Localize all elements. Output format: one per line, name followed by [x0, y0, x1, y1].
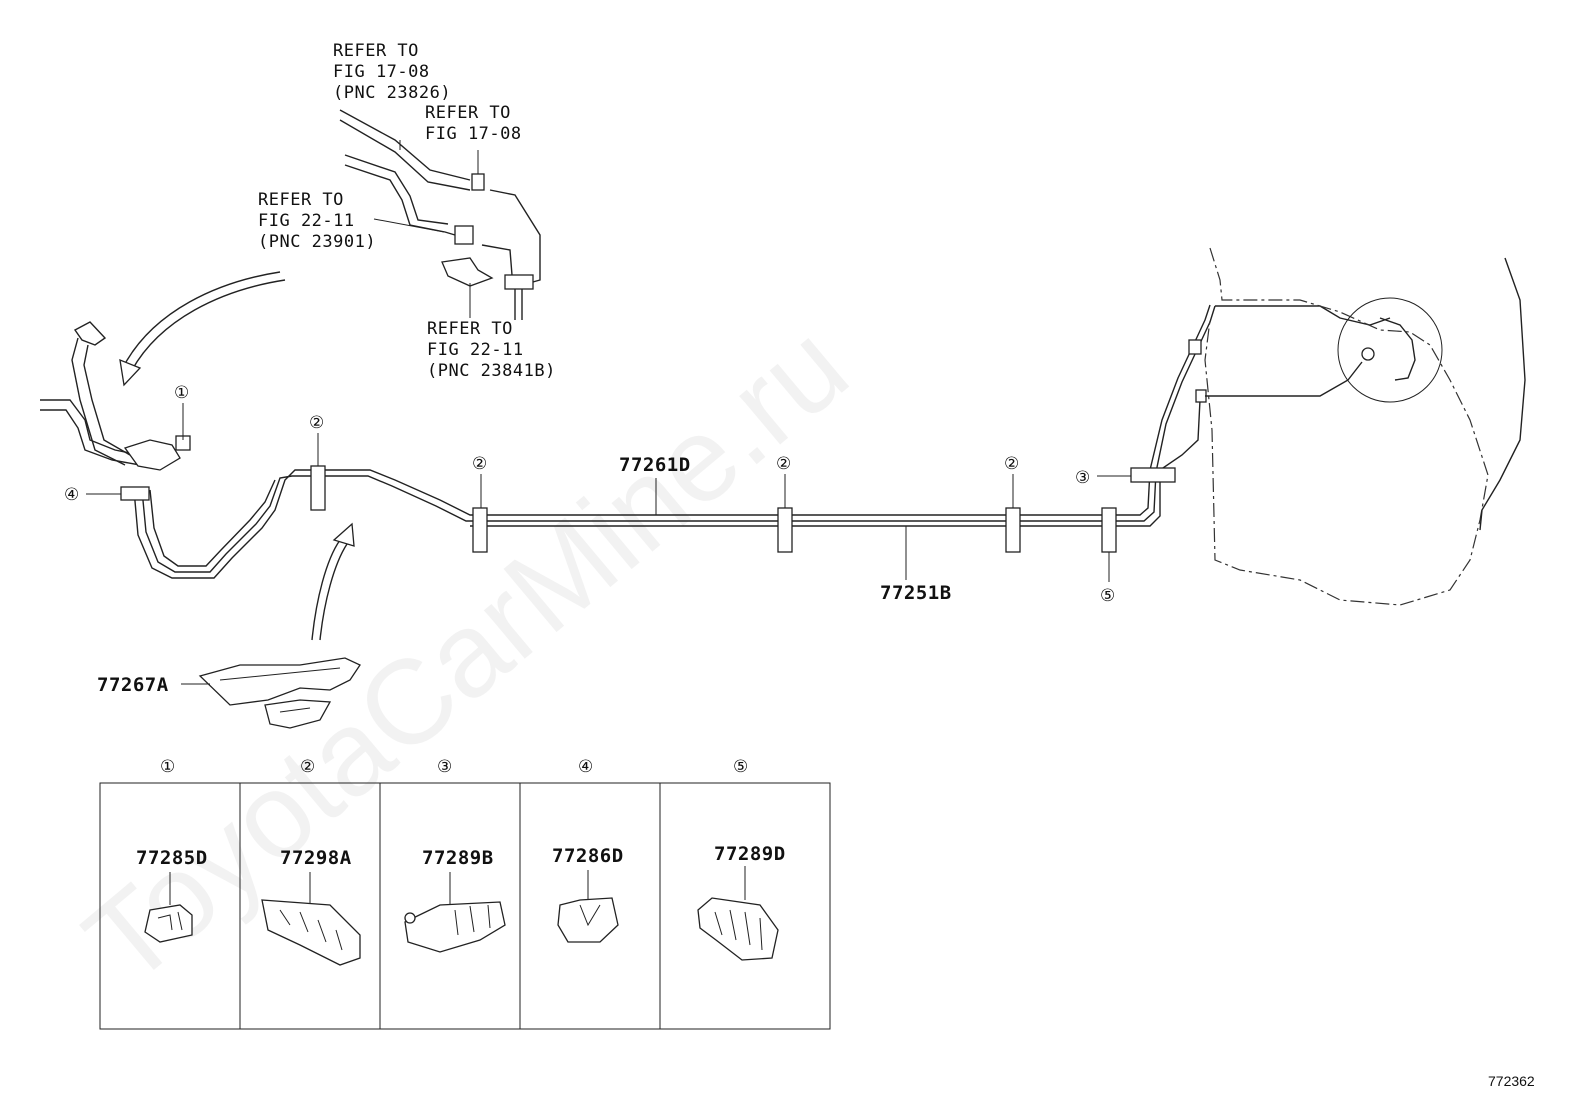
marker-2: ②	[309, 413, 324, 433]
clip-77289d-illustration	[697, 866, 779, 961]
fuel-tank-outline	[1204, 247, 1526, 606]
fuel-pipe-upper	[489, 189, 541, 286]
refer-callout-3: REFER TO FIG 22-11 (PNC 23901)	[258, 190, 376, 252]
legend-marker-1: ①	[160, 757, 175, 777]
vapor-hose	[339, 109, 471, 181]
marker-4: ④	[64, 485, 79, 505]
callout-line: (PNC 23826)	[333, 83, 451, 103]
connector-bracket	[441, 257, 494, 287]
arrow-head-icon	[119, 358, 142, 387]
part-label-77261d: 77261D	[619, 454, 691, 476]
part-label-77251b: 77251B	[880, 582, 952, 604]
clip-77298a-illustration	[261, 872, 361, 966]
clamp-2-body	[777, 507, 793, 553]
filler-pipe-assembly	[40, 321, 191, 471]
fuel-hose	[344, 164, 456, 236]
callout-line: REFER TO	[333, 41, 419, 61]
clamp-legend-table: ① ② ③ ④ ⑤ 77285D 77298A 77289B 77286D 77…	[99, 757, 831, 1030]
clamp-2-body	[1005, 507, 1021, 553]
refer-callout-4: REFER TO FIG 22-11 (PNC 23841B)	[427, 319, 556, 381]
detail-arrow	[131, 279, 286, 371]
callout-line: FIG 17-08	[333, 62, 430, 82]
tube-protector	[198, 657, 361, 729]
tube-clamps	[120, 465, 1176, 553]
arrow-head-icon	[332, 522, 355, 547]
legend-marker-4: ④	[578, 757, 593, 777]
callout-line: (PNC 23841B)	[427, 361, 556, 381]
fuel-tube-outer	[133, 304, 1211, 579]
hose-connector	[454, 225, 474, 245]
refer-callout-1: REFER TO FIG 17-08 (PNC 23826)	[333, 41, 451, 103]
callout-line: FIG 22-11	[427, 340, 524, 360]
fuel-connection-detail	[339, 109, 541, 320]
filler-connector	[123, 439, 181, 471]
pipe-clamp	[504, 274, 534, 290]
marker-1: ①	[174, 383, 189, 403]
marker-2: ②	[776, 454, 791, 474]
small-connector	[471, 173, 485, 191]
marker-5: ⑤	[1100, 586, 1115, 606]
legend-part-5: 77289D	[714, 843, 786, 865]
clip-77285d-illustration	[144, 872, 193, 943]
marker-2: ②	[1004, 454, 1019, 474]
legend-marker-2: ②	[300, 757, 315, 777]
clamp-5-body	[1101, 507, 1117, 553]
clip-77286d-illustration	[557, 870, 619, 943]
refer-callout-2: REFER TO FIG 17-08	[425, 103, 522, 144]
legend-frame	[99, 782, 831, 1030]
fuel-pump-ring	[1337, 297, 1443, 403]
marker-2: ②	[472, 454, 487, 474]
clamp-markers: ① ④ ② ② ② ② ③ ⑤	[64, 383, 1131, 606]
callout-line: FIG 22-11	[258, 211, 355, 231]
legend-part-2: 77298A	[280, 847, 352, 869]
clamp-3-body	[1130, 467, 1176, 483]
legend-part-3: 77289B	[422, 847, 494, 869]
callout-line: REFER TO	[425, 103, 511, 123]
callout-line: FIG 17-08	[425, 124, 522, 144]
clamp-4-body	[120, 486, 150, 501]
legend-part-1: 77285D	[136, 847, 208, 869]
callout-line: (PNC 23901)	[258, 232, 376, 252]
clamp-2-body	[472, 507, 488, 553]
clamp-2-body	[310, 465, 326, 511]
part-label-77267a: 77267A	[97, 674, 169, 696]
protector-arrow	[311, 539, 341, 641]
marker-3: ③	[1075, 468, 1090, 488]
legend-part-4: 77286D	[552, 845, 624, 867]
tube-joint	[1188, 339, 1202, 355]
figure-number: 772362	[1488, 1073, 1535, 1089]
legend-marker-5: ⑤	[733, 757, 748, 777]
clip-77289b-illustration	[404, 872, 506, 953]
callout-line: REFER TO	[427, 319, 513, 339]
callout-line: REFER TO	[258, 190, 344, 210]
legend-marker-3: ③	[437, 757, 452, 777]
